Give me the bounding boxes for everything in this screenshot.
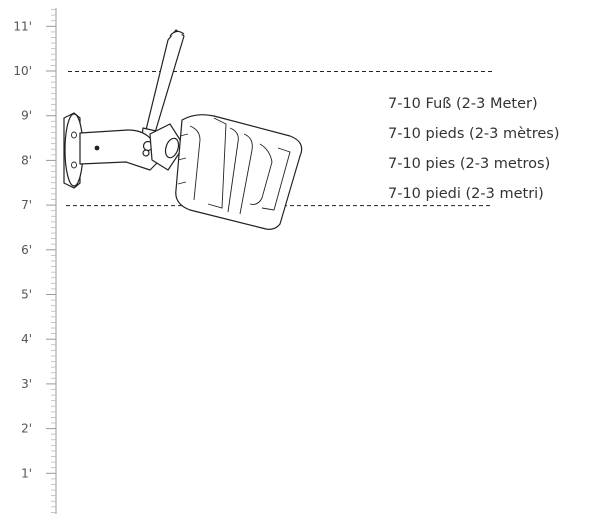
note-french: 7-10 pieds (2-3 mètres) bbox=[388, 126, 560, 142]
bullet-camera-illustration bbox=[63, 29, 303, 230]
ruler-label: 1' bbox=[21, 466, 32, 480]
ruler-label: 6' bbox=[21, 243, 32, 257]
ruler-label: 2' bbox=[21, 422, 32, 436]
ruler-label: 7' bbox=[21, 198, 32, 212]
note-german: 7-10 Fuß (2-3 Meter) bbox=[388, 96, 538, 112]
note-spanish: 7-10 pies (2-3 metros) bbox=[388, 156, 550, 172]
camera-body-icon bbox=[175, 114, 303, 230]
ruler-labels: 1' 2' 3' 4' 5' 6' 7' 8' 9' 10' 11' bbox=[13, 19, 32, 480]
antenna-icon bbox=[141, 29, 185, 141]
ruler-label: 4' bbox=[21, 332, 32, 346]
note-italian: 7-10 piedi (2-3 metri) bbox=[388, 186, 544, 202]
wall-mount-plate-icon bbox=[63, 112, 84, 189]
ruler-label: 11' bbox=[13, 19, 32, 33]
ruler-label: 5' bbox=[21, 288, 32, 302]
mount-arm-icon bbox=[79, 129, 161, 171]
swivel-joint-icon bbox=[149, 123, 185, 171]
ruler-label: 3' bbox=[21, 377, 32, 391]
ruler-label: 10' bbox=[13, 64, 32, 78]
ruler-label: 9' bbox=[21, 109, 32, 123]
ruler-ticks bbox=[46, 9, 56, 513]
ruler-label: 8' bbox=[21, 153, 32, 167]
mounting-height-notes: 7-10 Fuß (2-3 Meter) 7-10 pieds (2-3 mèt… bbox=[388, 96, 560, 202]
height-ruler: 1' 2' 3' 4' 5' 6' 7' 8' 9' 10' 11' bbox=[13, 8, 57, 514]
